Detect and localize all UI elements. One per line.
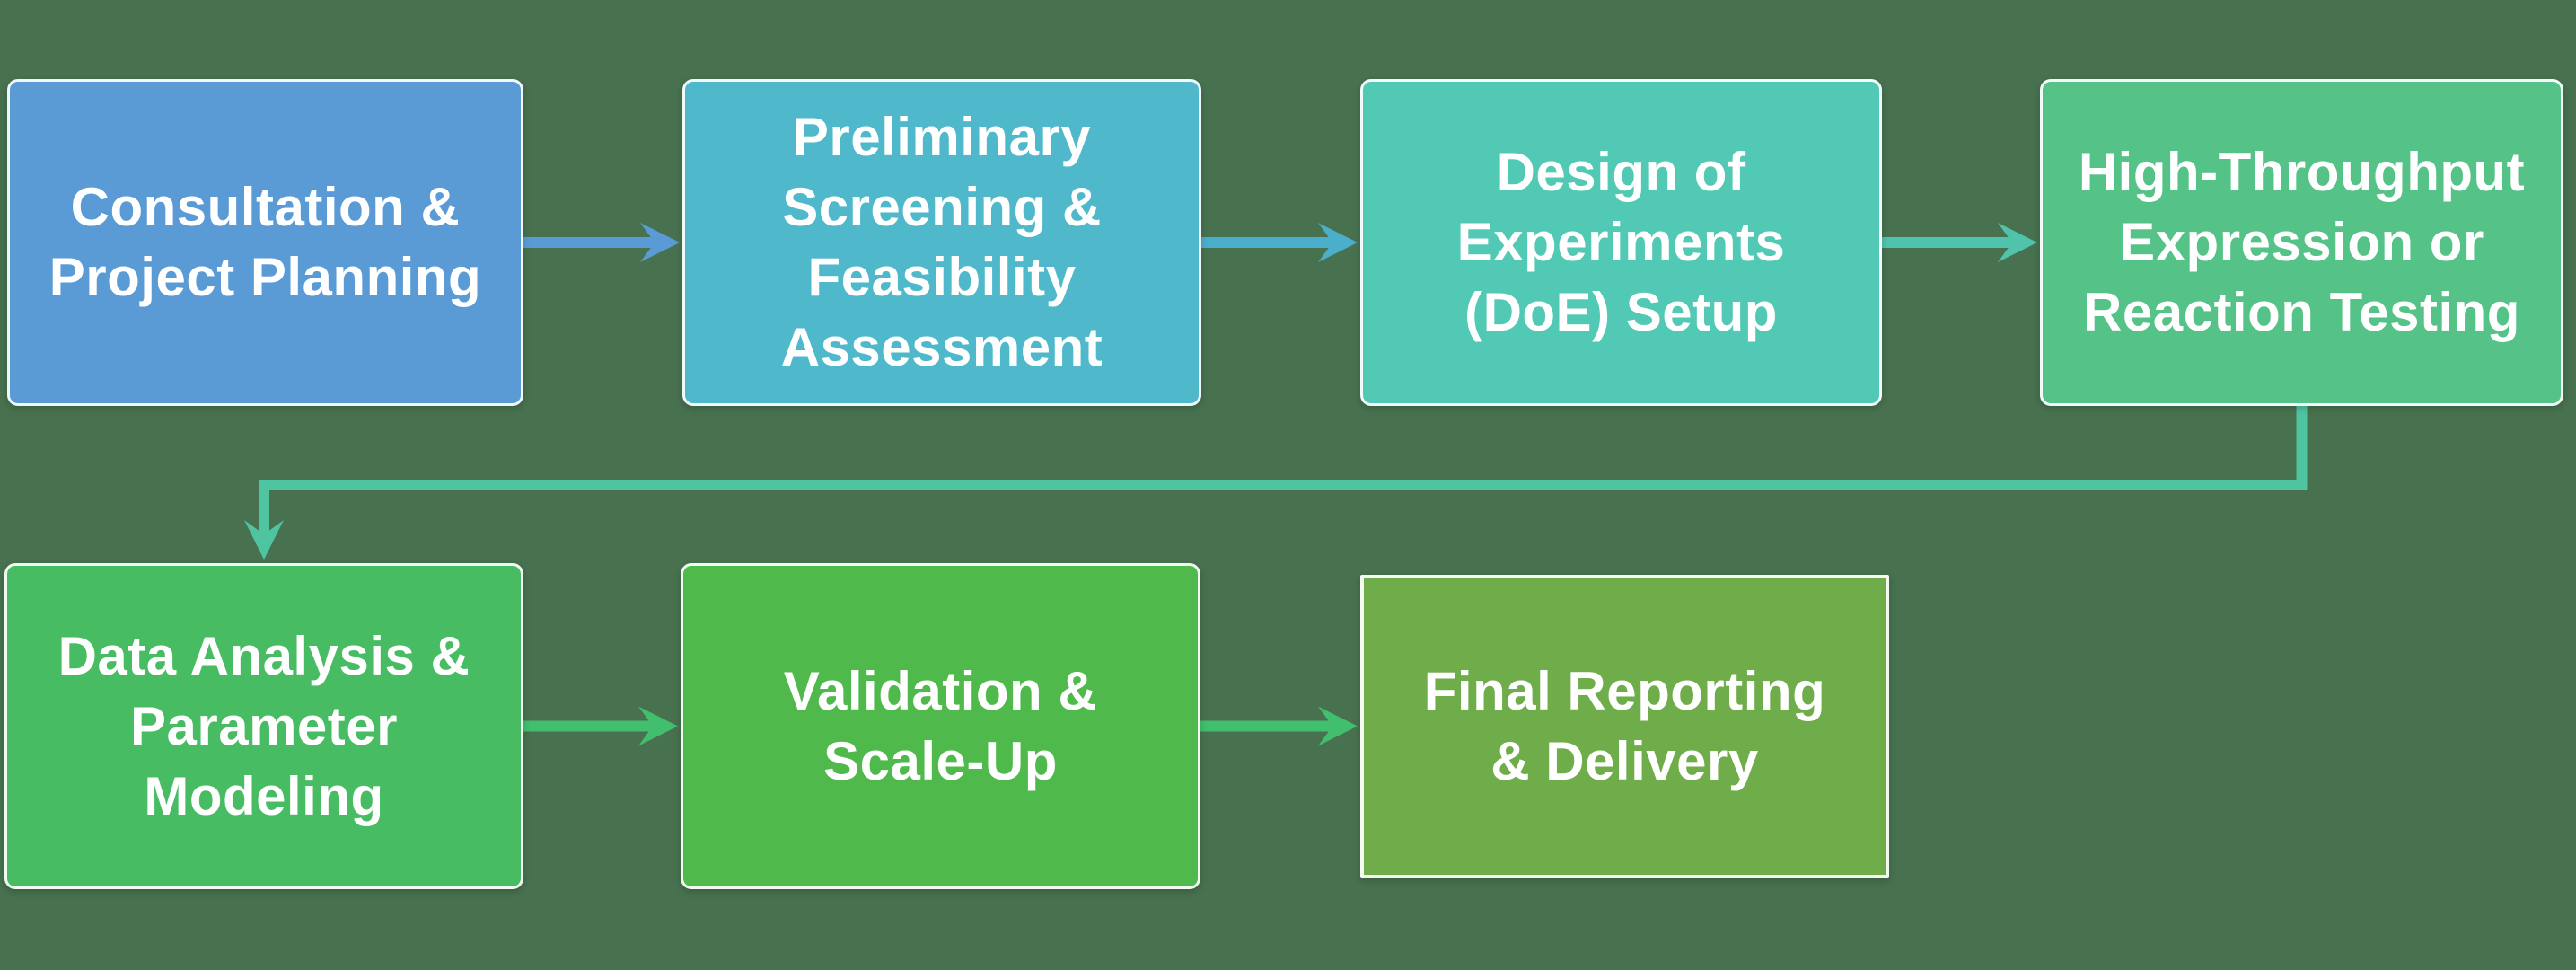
step-label: Consultation & Project Planning bbox=[48, 177, 482, 307]
step-label: Data Analysis & Parameter Modeling bbox=[57, 625, 470, 826]
c4-5-arrowhead bbox=[244, 520, 284, 560]
step-label: Validation & Scale-Up bbox=[783, 660, 1098, 791]
step-box-data-analysis-parameter-modeling: Data Analysis & Parameter Modeling bbox=[4, 563, 523, 889]
step-box-consultation-project-planning: Consultation & Project Planning bbox=[7, 79, 523, 406]
c6-7-arrowhead bbox=[1318, 706, 1358, 746]
step-label: High-Throughput Expression or Reaction T… bbox=[2078, 142, 2526, 342]
step-box-doe-setup: Design of Experiments (DoE) Setup bbox=[1360, 79, 1882, 406]
step-label: Final Reporting & Delivery bbox=[1423, 661, 1826, 791]
c3-4-arrowhead bbox=[1998, 223, 2037, 262]
step-box-validation-scale-up: Validation & Scale-Up bbox=[681, 563, 1200, 889]
c1-2-arrowhead bbox=[640, 223, 680, 262]
step-label: Design of Experiments (DoE) Setup bbox=[1456, 142, 1786, 342]
step-box-final-reporting-delivery: Final Reporting & Delivery bbox=[1360, 575, 1889, 878]
c5-6-arrowhead bbox=[638, 706, 678, 746]
step-box-preliminary-screening-feasibility: Preliminary Screening & Feasibility Asse… bbox=[682, 79, 1201, 406]
c2-3-arrowhead bbox=[1318, 223, 1358, 262]
step-label: Preliminary Screening & Feasibility Asse… bbox=[780, 107, 1103, 377]
step-box-high-throughput-testing: High-Throughput Expression or Reaction T… bbox=[2040, 79, 2563, 406]
c4-5-shaft bbox=[259, 406, 2308, 536]
